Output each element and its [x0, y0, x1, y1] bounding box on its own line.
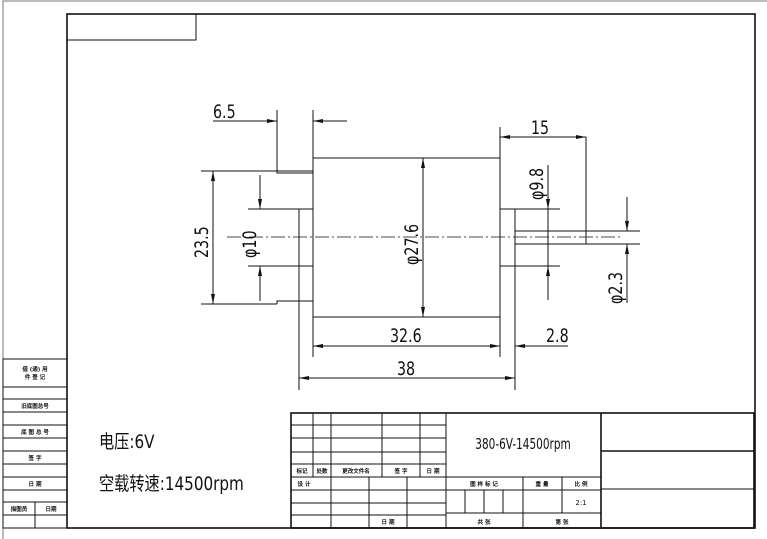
date2-label: 日 期 [382, 518, 395, 526]
design-label: 设 计 [298, 480, 311, 488]
dim-6-5: 6.5 [213, 100, 236, 123]
dimension-lines [211, 119, 629, 380]
date-label: 日 期 [29, 480, 42, 488]
title-block: 380-6V-14500rpm 标记 处数 更改文件名 签 字 日 期 设 计 … [290, 412, 755, 529]
mark-header: 标记 [295, 467, 308, 475]
rear-boss-bottom [276, 300, 313, 304]
dim-15: 15 [531, 116, 549, 139]
dim-phi27-6: φ27.6 [400, 224, 423, 265]
left-revision-strip: 借 (通) 用 件 登 记 旧底图总号 底 图 总 号 签 字 日 期 描图员 … [2, 358, 68, 529]
old-base-no-label: 旧底图总号 [21, 402, 49, 410]
tracer-label: 描图员 [11, 505, 28, 513]
sheet-no-label: 第 张 [556, 518, 569, 526]
top-left-box [66, 13, 197, 41]
count-header: 处数 [315, 467, 328, 475]
total-sheets-label: 共 张 [478, 518, 491, 526]
dim-phi2-3: φ2.3 [604, 272, 627, 304]
drawing-title: 380-6V-14500rpm [475, 436, 570, 453]
dim-phi9-8: φ9.8 [525, 168, 548, 200]
change-doc-header: 更改文件名 [342, 467, 370, 475]
motor-outline [201, 110, 640, 390]
base-no-label: 底 图 总 号 [20, 428, 49, 436]
borrow-label-1: 借 (通) 用 [21, 365, 47, 373]
scale-value: 2:1 [575, 499, 586, 507]
dimension-labels: 6.5 15 23.5 φ10 φ27.6 φ9.8 φ2.3 32.6 2.8… [190, 100, 627, 380]
signature-label: 签 字 [28, 454, 42, 462]
speed-note: 空载转速:14500rpm [99, 473, 244, 495]
sample-mark-label: 图 样 标 记 [470, 480, 498, 488]
dim-38: 38 [397, 357, 415, 380]
voltage-note: 电压:6V [99, 431, 155, 453]
borrow-label-2: 件 登 记 [25, 373, 46, 381]
tracer-date-label: 日期 [45, 505, 57, 513]
date-header: 日 期 [427, 467, 440, 475]
rear-boss-top [276, 110, 313, 174]
dim-2-8: 2.8 [546, 324, 569, 347]
weight-label: 重 量 [536, 480, 549, 488]
sign-header: 签 字 [394, 467, 408, 475]
dim-23-5: 23.5 [190, 226, 213, 258]
scale-label: 比 例 [575, 480, 588, 488]
dim-32-6: 32.6 [390, 324, 422, 347]
dim-phi10: φ10 [238, 230, 261, 258]
